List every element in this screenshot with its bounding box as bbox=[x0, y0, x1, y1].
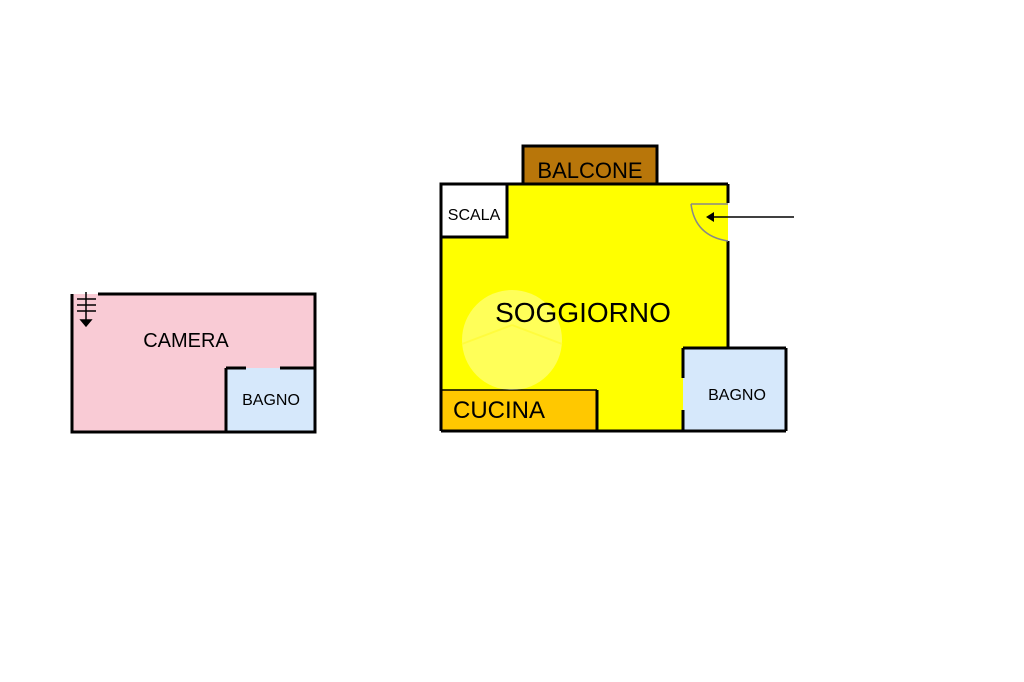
stairs-down-icon bbox=[77, 292, 96, 328]
camera-room bbox=[72, 294, 315, 432]
upper-outer-wall bbox=[70, 292, 317, 434]
watermark-icon bbox=[461, 290, 563, 390]
arrow-left-icon bbox=[706, 212, 794, 222]
cucina-label: CUCINA bbox=[453, 397, 545, 424]
upper-bagno-room bbox=[226, 368, 315, 432]
main-bagno-label: BAGNO bbox=[708, 387, 766, 404]
camera-label: CAMERA bbox=[143, 330, 229, 352]
upper-floor-unit: CAMERA BAGNO bbox=[70, 292, 317, 434]
cucina-room bbox=[441, 390, 597, 431]
soggiorno-label: SOGGIORNO bbox=[495, 297, 671, 328]
door-arc-icon bbox=[690, 203, 729, 242]
main-walls bbox=[439, 182, 788, 433]
main-floor-unit: BALCONE SCALA SOGGIORNO CUCINA BAGNO bbox=[439, 144, 794, 433]
scala-label: SCALA bbox=[448, 207, 501, 224]
balcone-room bbox=[521, 144, 659, 186]
balcone-label: BALCONE bbox=[537, 158, 642, 183]
upper-bagno-label: BAGNO bbox=[242, 392, 300, 409]
main-bagno-room bbox=[683, 348, 786, 431]
